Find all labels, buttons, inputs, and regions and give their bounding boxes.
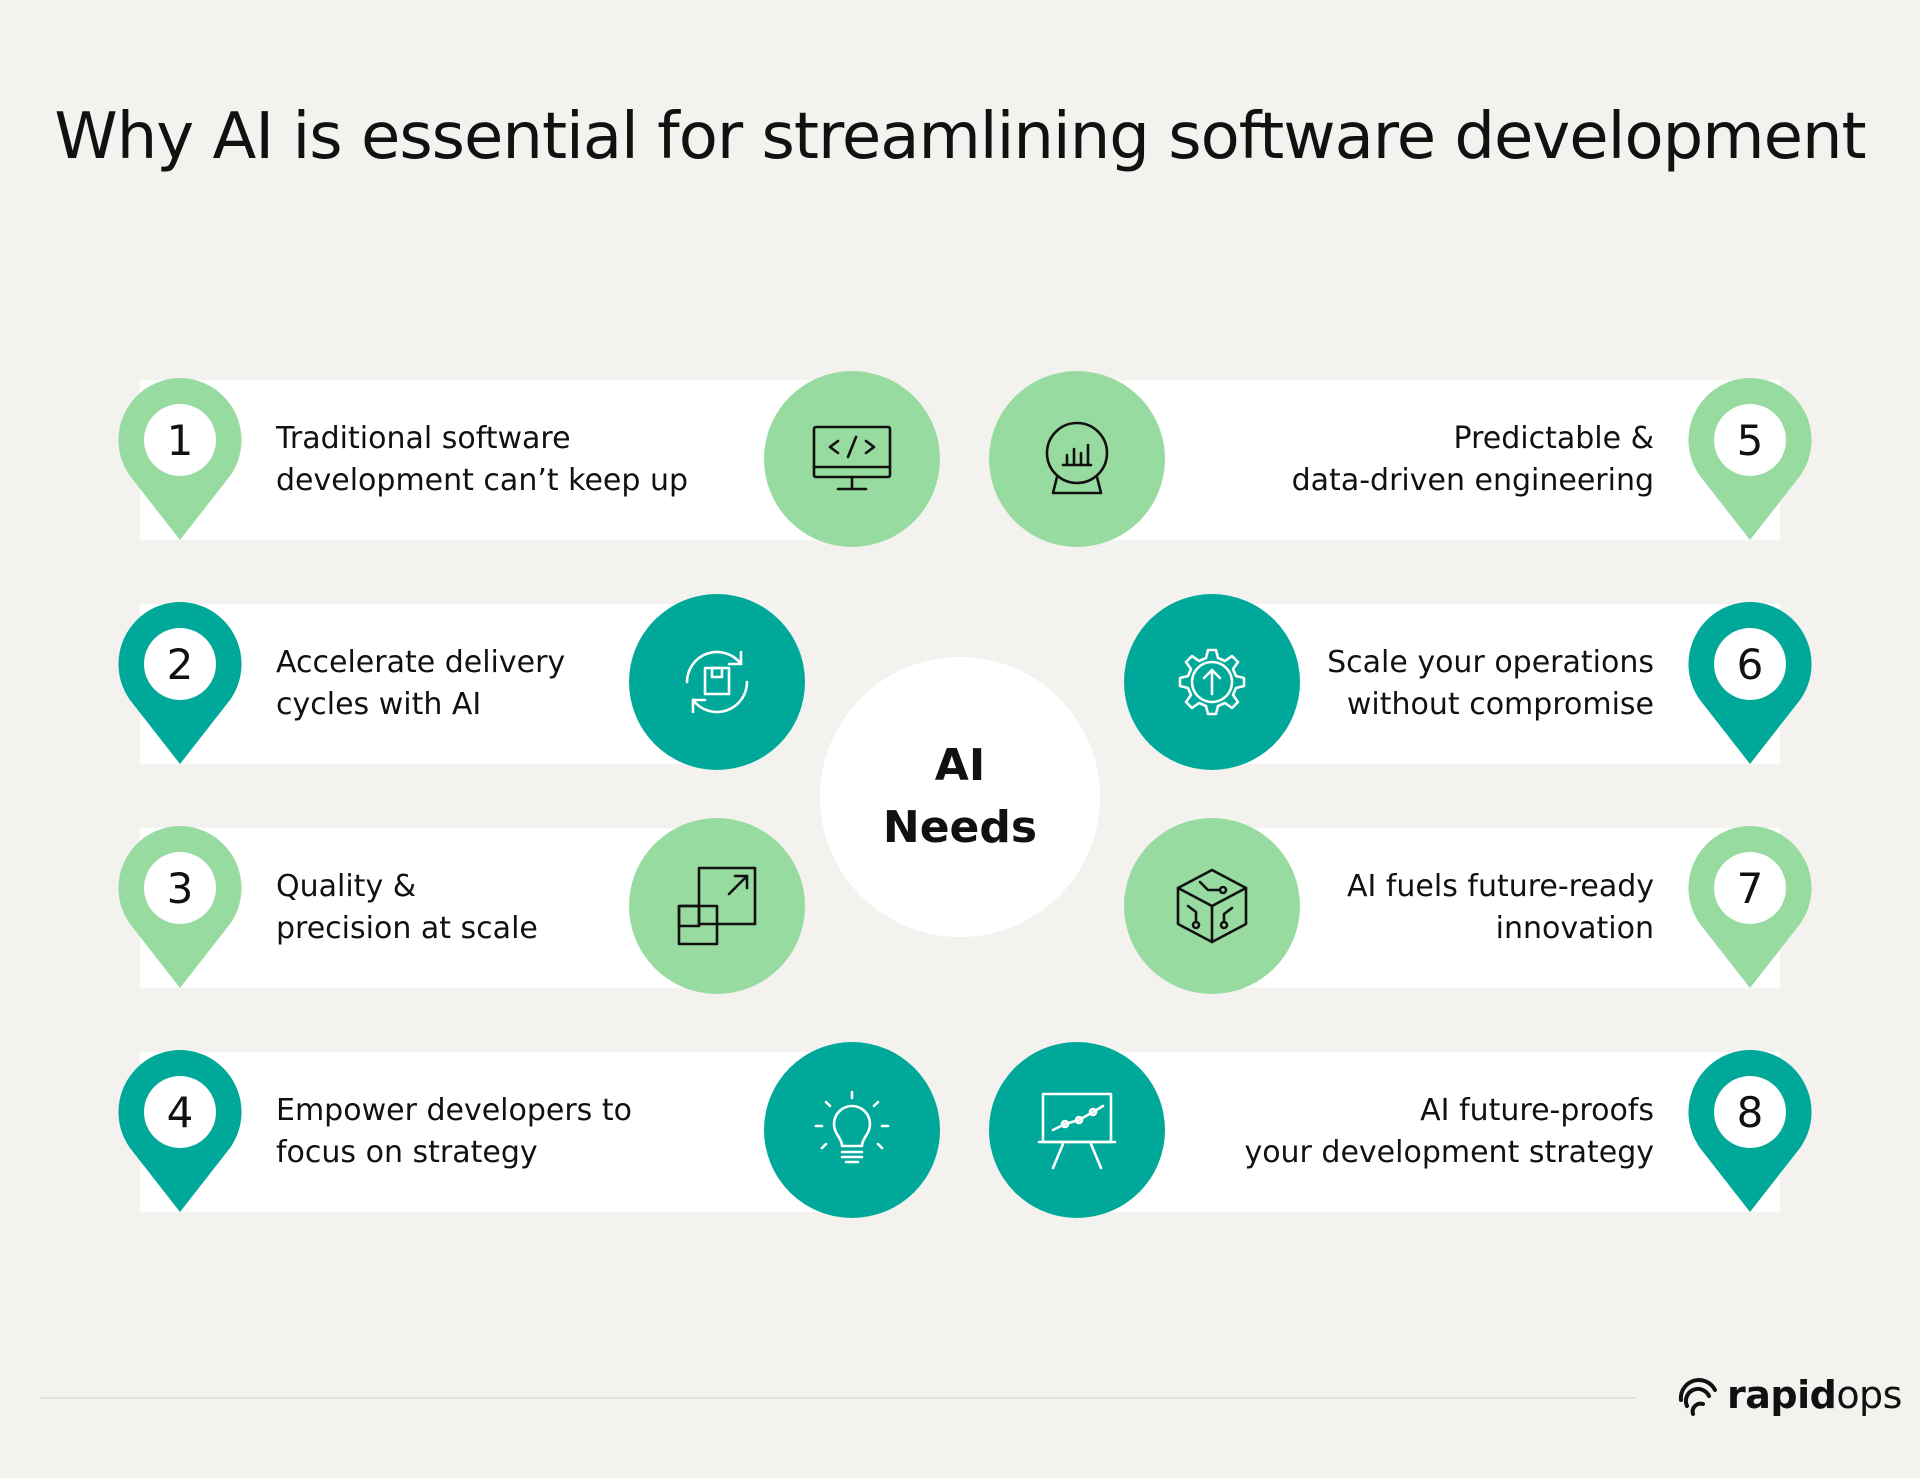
crystal-ball-chart-icon — [989, 371, 1165, 547]
presentation-board-icon — [989, 1042, 1165, 1218]
item-number: 2 — [144, 628, 216, 700]
item-line-1: Accelerate delivery — [276, 645, 566, 680]
item-card: Traditional software development can’t k… — [140, 380, 840, 540]
map-pin-icon: 3 — [118, 826, 242, 988]
item-line-1: Quality & — [276, 869, 417, 904]
item-number: 7 — [1714, 852, 1786, 924]
item-line-2: data-driven engineering — [1291, 463, 1654, 498]
item-line-1: AI future-proofs — [1420, 1093, 1654, 1128]
map-pin-icon: 2 — [118, 602, 242, 764]
center-line-2: Needs — [882, 802, 1038, 853]
item-line-1: Scale your operations — [1327, 645, 1654, 680]
map-pin-icon: 7 — [1688, 826, 1812, 988]
map-pin-icon: 4 — [118, 1050, 242, 1212]
item-text: Predictable & data-driven engineering — [1292, 380, 1654, 540]
item-text: AI future-proofs your development strate… — [1244, 1052, 1654, 1212]
logo-text-light: ops — [1836, 1373, 1902, 1417]
code-monitor-icon — [764, 371, 940, 547]
item-line-1: AI fuels future-ready — [1346, 869, 1654, 904]
center-hub: AI Needs — [820, 657, 1100, 937]
rapidops-logo-icon — [1678, 1378, 1717, 1416]
item-line-1: Traditional software — [276, 421, 571, 456]
map-pin-icon: 1 — [118, 378, 242, 540]
lightbulb-icon — [764, 1042, 940, 1218]
item-line-2: focus on strategy — [276, 1135, 538, 1170]
page-title: Why AI is essential for streamlining sof… — [54, 100, 1866, 174]
item-number: 8 — [1714, 1076, 1786, 1148]
item-card: Predictable & data-driven engineering — [1080, 380, 1780, 540]
item-text: Scale your operations without compromise — [1327, 604, 1654, 764]
item-number: 6 — [1714, 628, 1786, 700]
item-card: AI future-proofs your development strate… — [1080, 1052, 1780, 1212]
center-line-1: AI — [934, 740, 986, 791]
item-card: AI fuels future-ready innovation — [1200, 828, 1780, 988]
item-text: Traditional software development can’t k… — [276, 380, 688, 540]
map-pin-icon: 8 — [1688, 1050, 1812, 1212]
item-text: Empower developers to focus on strategy — [276, 1052, 632, 1212]
item-text: Accelerate delivery cycles with AI — [276, 604, 565, 764]
item-text: AI fuels future-ready innovation — [1347, 828, 1654, 988]
footer-divider — [40, 1397, 1635, 1399]
item-number: 3 — [144, 852, 216, 924]
logo-text-bold: rapid — [1727, 1373, 1837, 1417]
item-line-1: Empower developers to — [276, 1093, 632, 1128]
scale-up-squares-icon — [629, 818, 805, 994]
item-line-2: precision at scale — [276, 911, 538, 946]
item-line-2: your development strategy — [1244, 1135, 1654, 1170]
item-line-1: Predictable & — [1453, 421, 1654, 456]
circuit-cube-icon — [1124, 818, 1300, 994]
item-number: 4 — [144, 1076, 216, 1148]
item-card: Empower developers to focus on strategy — [140, 1052, 840, 1212]
map-pin-icon: 5 — [1688, 378, 1812, 540]
item-line-2: cycles with AI — [276, 687, 482, 722]
item-text: Quality & precision at scale — [276, 828, 538, 988]
item-number: 5 — [1714, 404, 1786, 476]
item-line-2: without compromise — [1346, 687, 1654, 722]
item-number: 1 — [144, 404, 216, 476]
sync-package-icon — [629, 594, 805, 770]
item-line-2: development can’t keep up — [276, 463, 689, 498]
item-line-2: innovation — [1495, 911, 1654, 946]
map-pin-icon: 6 — [1688, 602, 1812, 764]
gear-arrow-up-icon — [1124, 594, 1300, 770]
